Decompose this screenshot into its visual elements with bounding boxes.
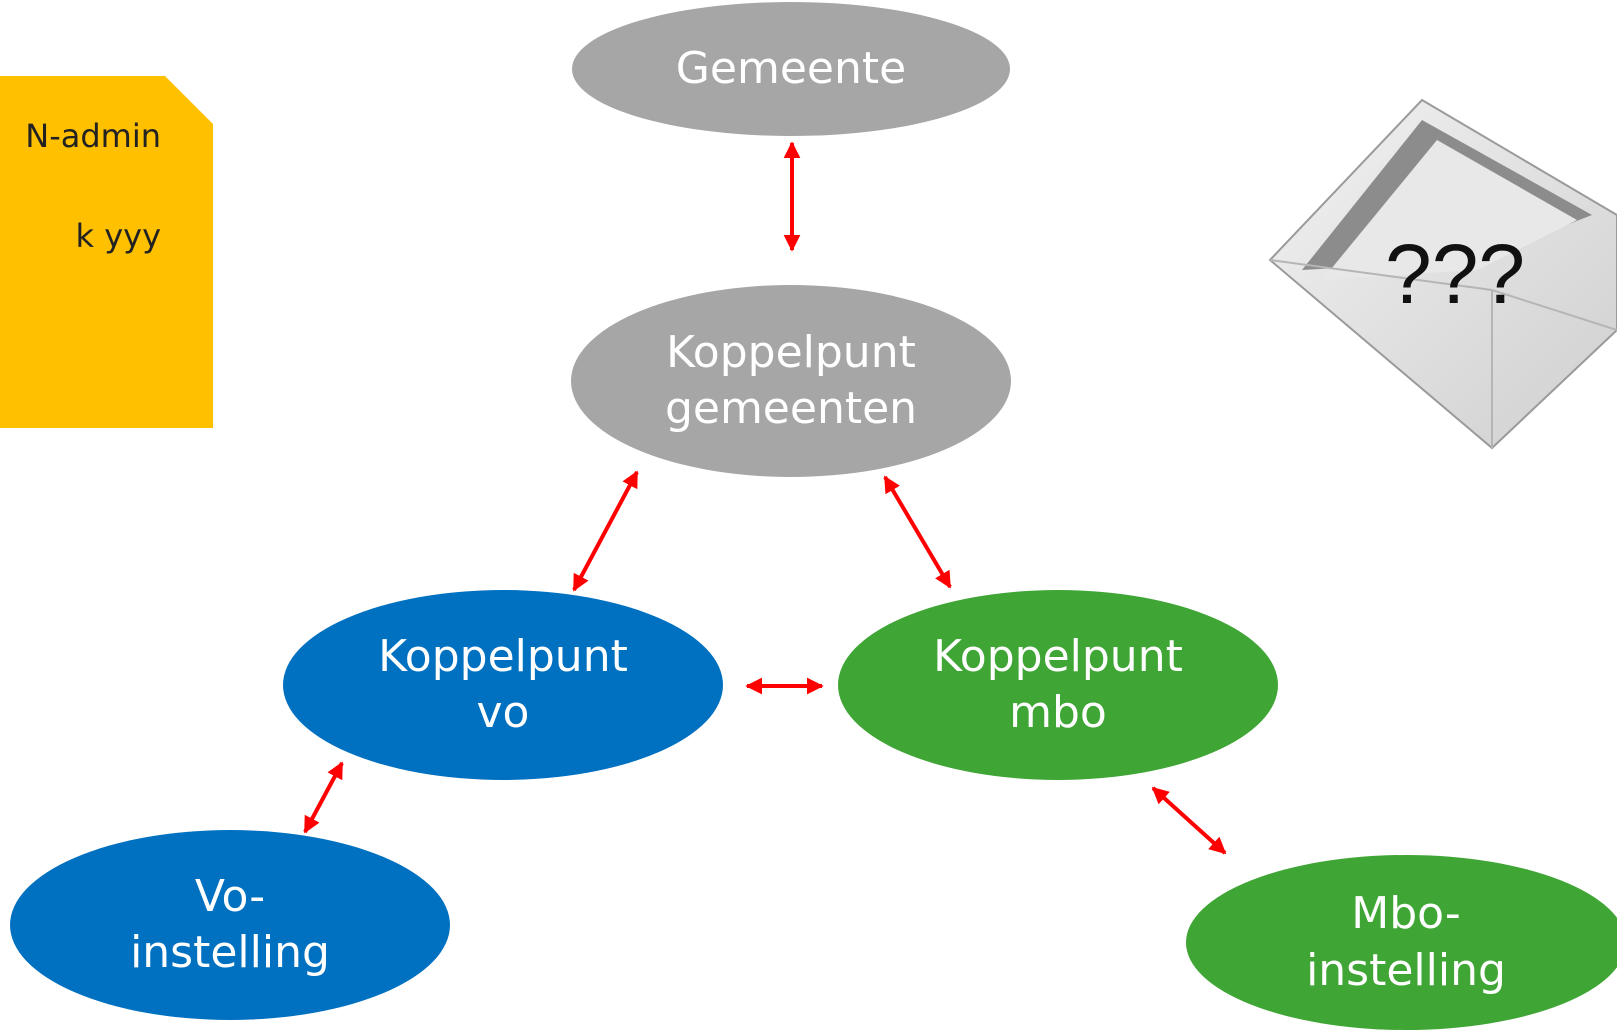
envelope-fold-line [1269,259,1493,291]
node-mbo-instelling: Mbo- instelling [1186,855,1617,1030]
node-koppelpunt-gemeenten-line-1: Koppelpunt [666,326,916,378]
node-koppelpunt-vo-line-1: Koppelpunt [378,630,628,682]
node-mbo-instelling-line-1: Mbo- [1351,888,1461,940]
open-envelope-icon [1268,98,1617,450]
envelope-fold-line [1491,289,1617,331]
node-koppelpunt-vo-line-2: vo [476,687,530,738]
node-koppelpunt-mbo-line-2: mbo [1009,687,1107,738]
node-koppelpunt-gemeenten: Koppelpunt gemeenten [571,285,1011,477]
node-vo-instelling-line-1: Vo- [194,870,266,922]
node-koppelpunt-gemeenten-line-2: gemeenten [664,383,918,434]
node-koppelpunt-mbo: Koppelpunt mbo [838,590,1278,780]
node-gemeente-label: Gemeente [675,42,907,94]
node-mbo-instelling-line-2: instelling [1306,944,1506,996]
envelope-paper [1322,140,1577,280]
node-gemeente: Gemeente [572,2,1010,136]
node-vo-instelling-line-2: instelling [130,927,330,978]
node-vo-instelling: Vo- instelling [10,830,450,1020]
arrow-koppelpunt-gemeenten-mbo [883,475,952,589]
note-line-1: N-admin [25,117,161,155]
sticky-note: N-admin k yyy [0,76,213,428]
arrow-koppelpunt-mbo-mbo-instelling [1151,786,1227,855]
arrow-koppelpunt-gemeenten-vo [572,470,639,592]
note-line-2: k yyy [75,217,161,255]
envelope-label: ??? [1385,227,1526,321]
node-koppelpunt-vo: Koppelpunt vo [283,590,723,780]
arrow-koppelpunt-vo-vo-instelling [303,761,344,834]
node-koppelpunt-mbo-line-1: Koppelpunt [933,630,1183,682]
